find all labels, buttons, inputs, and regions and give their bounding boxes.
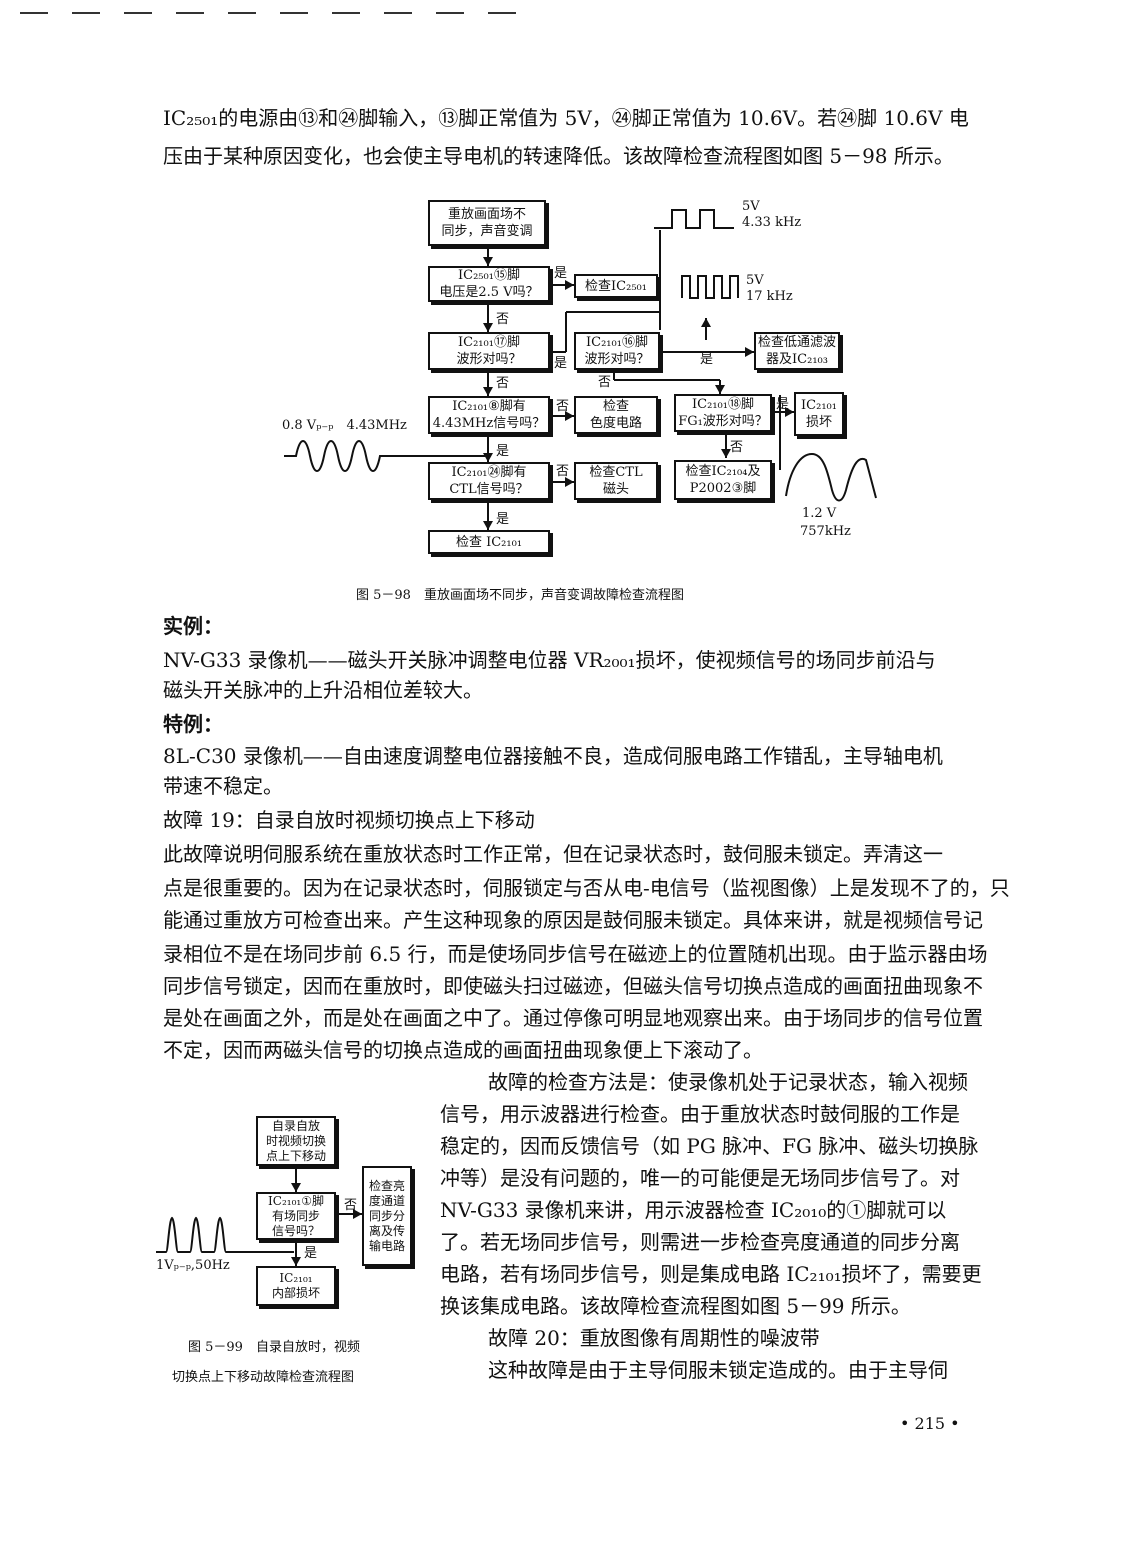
intro-line-1: IC₂₅₀₁的电源由⑬和㉔脚输入，⑬脚正常值为 5V，㉔脚正常值为 10.6V。… <box>163 106 969 130</box>
fig98-caption: 图 5－98 重放画面场不同步，声音变调故障检查流程图 <box>356 588 684 603</box>
fig98-check-ctl-box: 检查CTL 磁头 <box>574 462 658 500</box>
method-line-2: 信号，用示波器进行检查。由于重放状态时鼓伺服的工作是 <box>440 1102 960 1126</box>
signal-2-amplitude: 5V <box>746 273 764 288</box>
fig99-signal-label: 1Vₚ₋ₚ,50Hz <box>156 1258 230 1273</box>
special-line-2: 带速不稳定。 <box>163 774 283 798</box>
method-line-3: 稳定的，因而反馈信号（如 PG 脉冲、FG 脉冲、磁头切换脉 <box>440 1134 979 1158</box>
square-wave-17khz <box>681 275 739 299</box>
fig98-check-ic2104-box: 检查IC₂₁₀₄及 P2002③脚 <box>674 460 772 500</box>
method-line-5: NV-G33 录像机来讲，用示波器检查 IC₂₀₁₀的①脚就可以 <box>440 1198 947 1222</box>
pulse-wave-50hz <box>156 1216 232 1253</box>
fault19-line-1: 此故障说明伺服系统在重放状态时工作正常，但在记录状态时，鼓伺服未锁定。弄清这一 <box>163 842 943 866</box>
special-line-1: 8L-C30 录像机——自由速度调整电位器接触不良，造成伺服电路工作错乱，主导轴… <box>163 744 943 768</box>
fig98-yes-label: 是 <box>496 444 510 459</box>
fig98-no-label: 否 <box>730 440 744 455</box>
special-heading: 特例： <box>163 712 223 736</box>
fault19-line-7: 不定，因而两磁头信号的切换点造成的画面扭曲现象便上下滚动了。 <box>163 1038 763 1062</box>
fig98-q3-box: IC₂₁₀₁⑧脚有 4.43MHz信号吗？ <box>428 396 550 434</box>
example-line-1: NV-G33 录像机——磁头开关脉冲调整电位器 VR₂₀₀₁损坏，使视频信号的场… <box>163 648 936 672</box>
fault19-line-3: 能通过重放方可检查出来。产生这种现象的原因是鼓伺服未锁定。具体来讲，就是视频信号… <box>163 908 983 932</box>
fig98-check-lpf-box: 检查低通滤波 器及IC₂₁₀₃ <box>754 332 840 370</box>
fig98-yes-label: 是 <box>776 397 790 412</box>
fig99-caption-line-2: 切换点上下移动故障检查流程图 <box>172 1370 355 1385</box>
page-number: • 215 • <box>900 1414 960 1433</box>
sine-wave-757khz <box>785 452 877 502</box>
fig98-q4-box: IC₂₁₀₁㉔脚有 CTL信号吗？ <box>428 462 550 500</box>
fig98-no-label: 否 <box>598 375 612 390</box>
fig98-check-ic2501-box: 检查IC₂₅₀₁ <box>574 274 658 298</box>
fig98-connectors <box>284 209 877 530</box>
fig99-q1-box: IC₂₁₀₁①脚 有场同步 信号吗？ <box>256 1192 336 1240</box>
square-wave-4-33khz <box>654 209 734 229</box>
fig98-yes-label: 是 <box>496 512 510 527</box>
fig98-yes-label: 是 <box>554 266 568 281</box>
method-line-6: 了。若无场同步信号，则需进一步检查亮度通道的同步分离 <box>440 1230 960 1254</box>
signal-1-amplitude: 5V <box>742 199 760 214</box>
fig98-q6-box: IC₂₁₀₁⑱脚 FG₁波形对吗？ <box>674 394 772 432</box>
example-line-2: 磁头开关脉冲的上升沿相位差较大。 <box>163 678 483 702</box>
fig98-end-box: 检查 IC₂₁₀₁ <box>428 530 550 554</box>
fault19-title: 故障 19：自录自放时视频切换点上下移动 <box>163 808 535 832</box>
fig98-q1-box: IC₂₅₀₁⑮脚 电压是2.5 V吗？ <box>428 266 550 302</box>
fig98-check-color-box: 检查 色度电路 <box>574 396 658 434</box>
fig99-check-box: 检查亮 度通道 同步分 离及传 输电路 <box>362 1166 412 1266</box>
method-line-7: 电路，若有场同步信号，则是集成电路 IC₂₁₀₁损坏了，需要更 <box>440 1262 982 1286</box>
fig98-no-label: 否 <box>496 312 510 327</box>
fig98-start-box: 重放画面场不 同步，声音变调 <box>428 200 546 246</box>
signal-2-frequency: 17 kHz <box>746 289 793 304</box>
method-line-4: 冲等）是没有问题的，唯一的可能便是无场同步信号了。对 <box>440 1166 960 1190</box>
signal-4-frequency: 757kHz <box>800 524 851 539</box>
fault19-line-6: 是处在画面之外，而是处在画面之中了。通过停像可明显地观察出来。由于场同步的信号位… <box>163 1006 983 1030</box>
fig98-q2-box: IC₂₁₀₁⑰脚 波形对吗？ <box>428 332 550 370</box>
intro-line-2: 压由于某种原因变化，也会使主导电机的转速降低。该故障检查流程图如图 5－98 所… <box>163 144 954 168</box>
fig98-no-label: 否 <box>556 464 570 479</box>
method-line-1: 故障的检查方法是：使录像机处于记录状态，输入视频 <box>488 1070 968 1094</box>
fig98-yes-label: 是 <box>554 356 568 371</box>
fig99-no-label: 否 <box>344 1198 358 1213</box>
signal-4-amplitude: 1.2 V <box>802 506 837 521</box>
top-dash-line <box>20 0 516 14</box>
fault19-line-2: 点是很重要的。因为在记录状态时，伺服锁定与否从电-电信号（监视图像）上是发现不了… <box>163 876 1010 900</box>
fig98-no-label: 否 <box>496 376 510 391</box>
fig98-q5-box: IC₂₁₀₁⑯脚 波形对吗？ <box>574 332 660 370</box>
fig99-caption-line-1: 图 5－99 自录自放时，视频 <box>188 1340 360 1355</box>
fault19-line-4: 录相位不是在场同步前 6.5 行，而是使场同步信号在磁迹上的位置随机出现。由于监… <box>163 942 988 966</box>
signal-3-label: 0.8 Vₚ₋ₚ 4.43MHz <box>282 418 407 433</box>
fault20-line-1: 这种故障是由于主导伺服未锁定造成的。由于主导伺 <box>488 1358 948 1382</box>
sine-wave-4-43mhz <box>284 440 402 472</box>
fig99-end-box: IC₂₁₀₁ 内部损坏 <box>256 1266 336 1306</box>
example-heading: 实例： <box>163 614 223 638</box>
method-line-8: 换该集成电路。该故障检查流程图如图 5－99 所示。 <box>440 1294 911 1318</box>
fig98-ic2101-bad-box: IC₂₁₀₁ 损坏 <box>794 392 844 436</box>
fault19-line-5: 同步信号锁定，因而在重放时，即使磁头扫过磁迹，但磁头信号切换点造成的画面扭曲现象… <box>163 974 983 998</box>
fig99-start-box: 自录自放 时视频切换 点上下移动 <box>256 1116 336 1166</box>
signal-1-frequency: 4.33 kHz <box>742 215 802 230</box>
fig98-yes-label: 是 <box>700 352 714 367</box>
fig98-no-label: 否 <box>556 399 570 414</box>
fig99-yes-label: 是 <box>304 1246 318 1261</box>
fault20-title: 故障 20：重放图像有周期性的噪波带 <box>488 1326 820 1350</box>
